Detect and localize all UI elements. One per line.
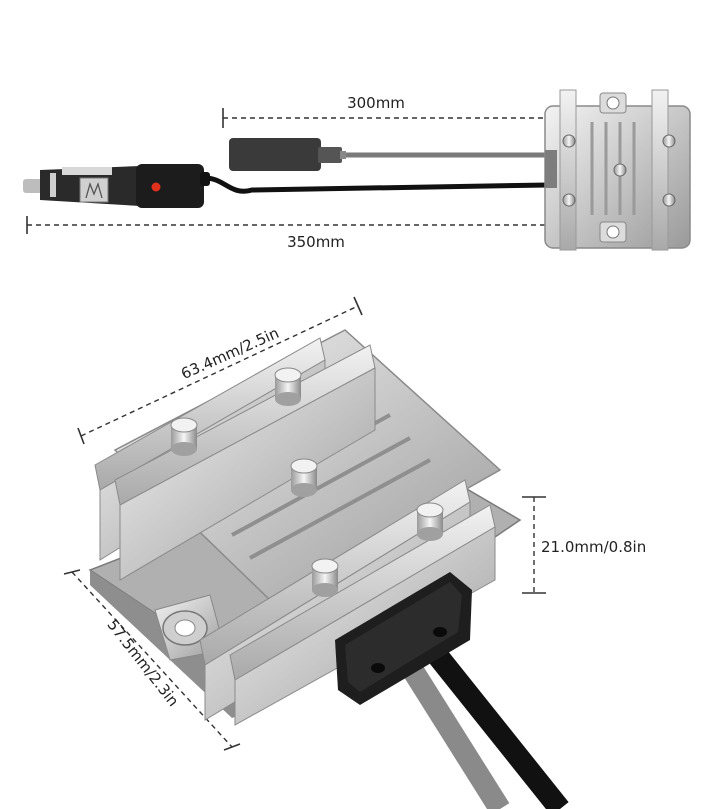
bolts	[170, 367, 444, 597]
dimension-300mm-label: 300mm	[347, 94, 405, 112]
indicator-led	[151, 182, 161, 192]
dimension-height-label: 21.0mm/0.8in	[541, 538, 646, 556]
dimension-300mm: 300mm	[222, 94, 548, 128]
converter-closeup: 63.4mm/2.5in 57.5mm/2.3in 21.0mm/0.8in	[63, 296, 646, 809]
bolt	[416, 502, 444, 541]
bolt	[274, 367, 302, 406]
heatsink-fins	[94, 337, 496, 726]
dimension-350mm: 350mm	[26, 216, 548, 251]
cigarette-lighter-plug	[23, 164, 210, 208]
cable-grommet	[335, 572, 472, 705]
input-cable	[23, 164, 549, 208]
barrel-jack	[229, 138, 321, 171]
converter-top-view	[544, 89, 691, 251]
cable-assembly: 300mm 350mm	[23, 89, 691, 251]
bolt	[170, 417, 198, 456]
dimension-350mm-label: 350mm	[287, 233, 345, 251]
bolt	[311, 558, 339, 597]
dimension-height: 21.0mm/0.8in	[522, 496, 646, 594]
bolt	[290, 458, 318, 497]
exit-cables	[390, 633, 569, 809]
output-cable	[229, 138, 552, 171]
